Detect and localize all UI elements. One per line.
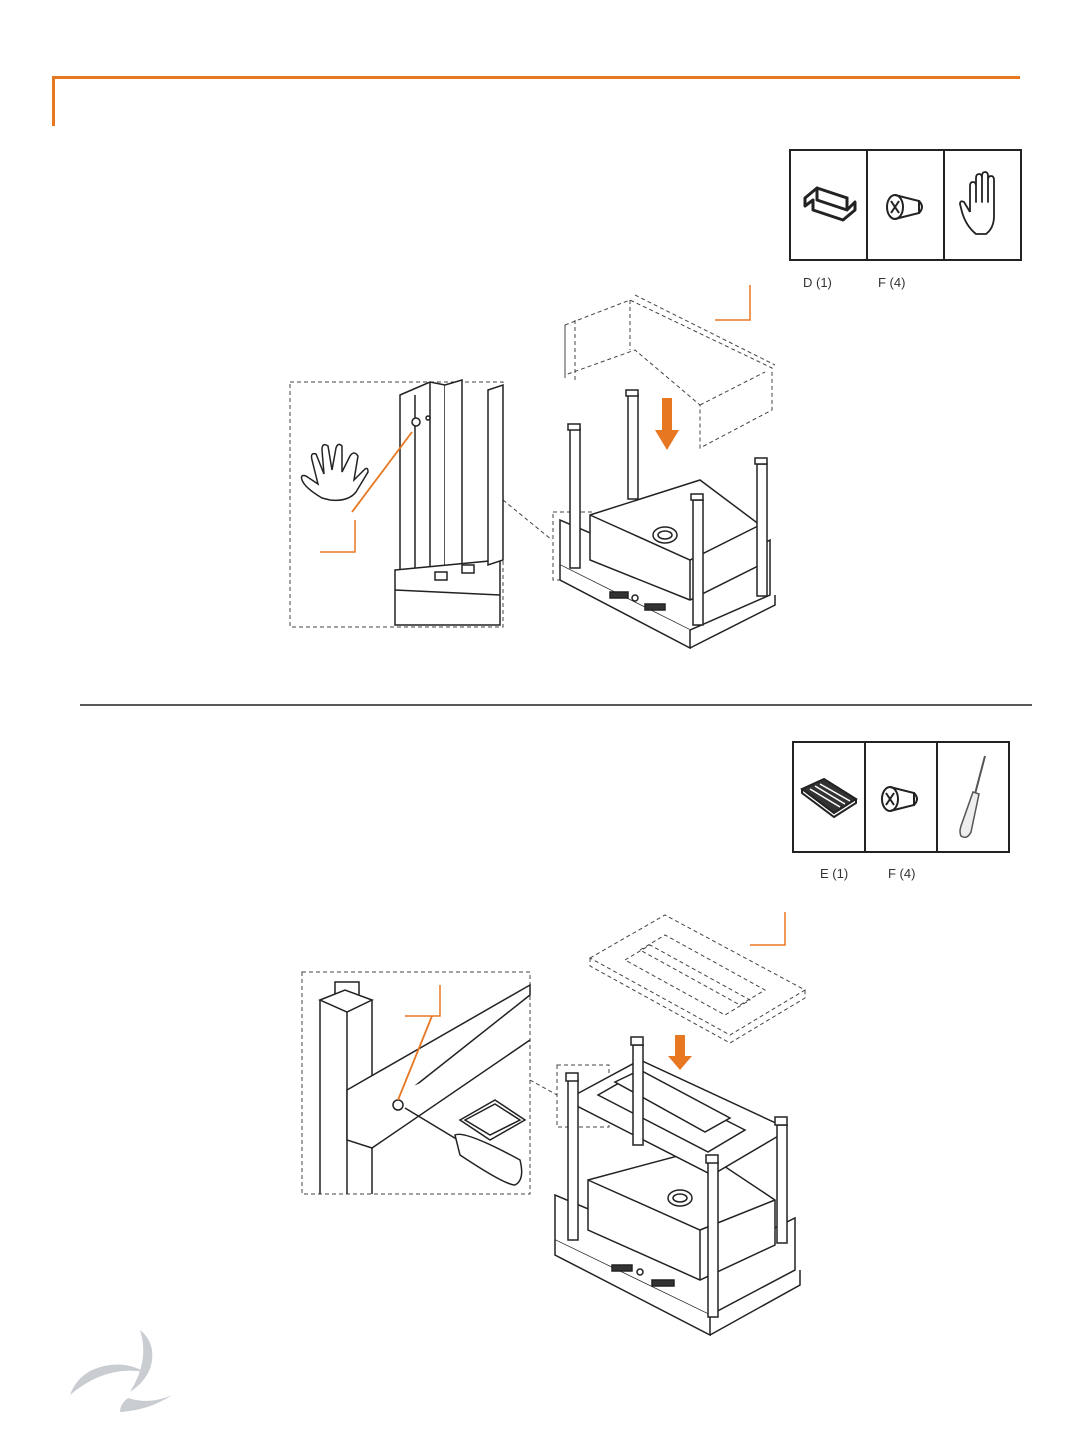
brand-swirl-logo xyxy=(70,1330,172,1412)
grate-e-outline xyxy=(590,915,805,1043)
frame-step-2 xyxy=(555,1037,800,1335)
